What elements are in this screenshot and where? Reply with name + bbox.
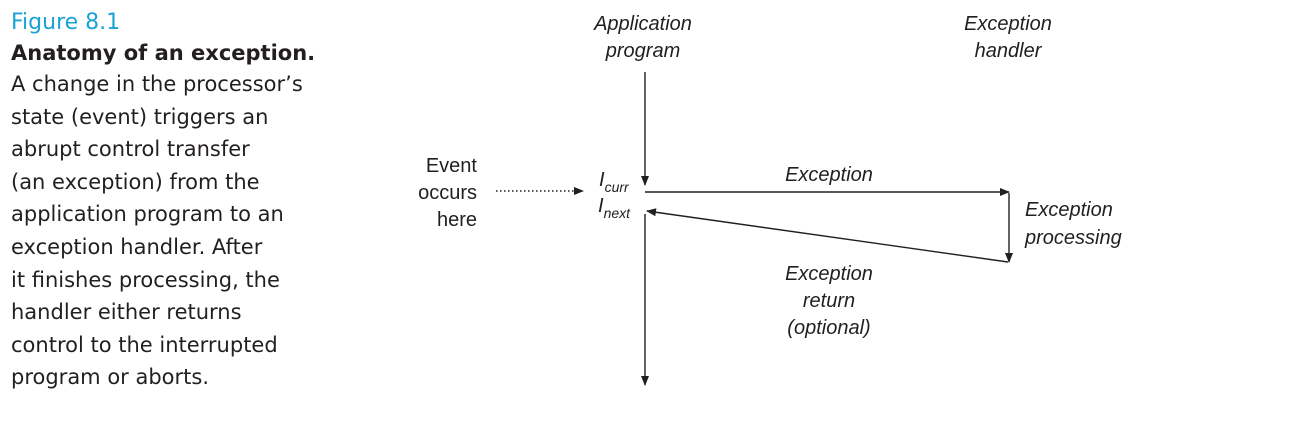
i-curr-label: Icurr (599, 169, 630, 195)
exception-return-label-line-2: return (803, 290, 855, 312)
exception-processing-label-line-2: processing (1024, 227, 1122, 249)
figure-number: Figure 8.1 (11, 10, 121, 35)
exception-return-arrow (646, 208, 1009, 263)
application-program-label-line-1: Application (593, 13, 692, 35)
event-label-line-2: occurs (418, 182, 477, 204)
exception-handler-label-line-2: handler (975, 40, 1043, 62)
exception-return-label-line-3: (optional) (787, 317, 870, 339)
exception-return-label-line-1: Exception (785, 263, 873, 285)
exception-processing-label-line-1: Exception (1025, 199, 1113, 221)
exception-handler-label-line-1: Exception (964, 13, 1052, 35)
event-label-line-3: here (437, 209, 477, 231)
exception-label: Exception (785, 164, 873, 186)
figure-title: Anatomy of an exception. (11, 41, 316, 65)
application-program-label-line-2: program (605, 40, 680, 62)
event-label-line-1: Event (426, 155, 478, 177)
i-next-label: Inext (598, 195, 631, 221)
figure-caption: Figure 8.1 Anatomy of an exception. A ch… (11, 8, 351, 394)
figure-description: A change in the processor’s state (event… (11, 72, 303, 390)
